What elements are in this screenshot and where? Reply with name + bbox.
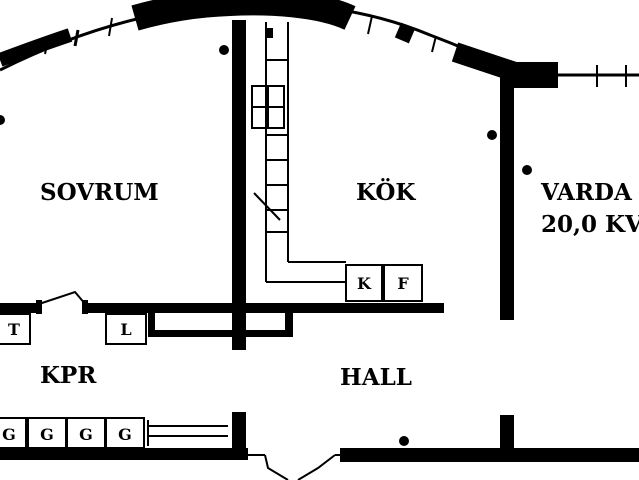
- fixture-t-box: [0, 313, 31, 345]
- kitchen-counter: [251, 22, 346, 283]
- fixture-l-box: [105, 313, 147, 345]
- fixture-l-label: L: [120, 320, 131, 339]
- wardrobe-label: G: [118, 425, 132, 444]
- outlet-dots: [0, 45, 532, 446]
- interior-walls: [0, 20, 639, 462]
- right-upper-wall: [510, 62, 639, 88]
- storage-fixture: T: [0, 313, 31, 345]
- outer-curved-wall: [0, 0, 519, 82]
- room-label-sovrum: SOVRUM: [40, 179, 159, 206]
- room-area-vardagsrum: 20,0 KV: [541, 211, 639, 238]
- laundry-fixture: L: [105, 313, 147, 345]
- doors: [35, 290, 342, 480]
- fixture-k-box: [345, 264, 383, 302]
- wardrobe-label: G: [2, 425, 16, 444]
- fixture-f-label: F: [397, 274, 409, 293]
- kitchen-fixtures: K F: [345, 264, 423, 302]
- wardrobe-label: G: [40, 425, 54, 444]
- fixture-k-label: K: [357, 274, 372, 293]
- wardrobe-row: G G G G: [0, 417, 228, 449]
- room-labels: SOVRUM KÖK VARDA 20,0 KV KPR HALL: [40, 178, 639, 391]
- room-label-kok: KÖK: [356, 178, 416, 206]
- fixture-f-box: [383, 264, 423, 302]
- room-label-vardagsrum: VARDA: [540, 179, 633, 206]
- wardrobe-label: G: [79, 425, 93, 444]
- fixture-t-label: T: [8, 320, 20, 339]
- room-label-kpr: KPR: [40, 362, 97, 389]
- room-label-hall: HALL: [340, 364, 412, 391]
